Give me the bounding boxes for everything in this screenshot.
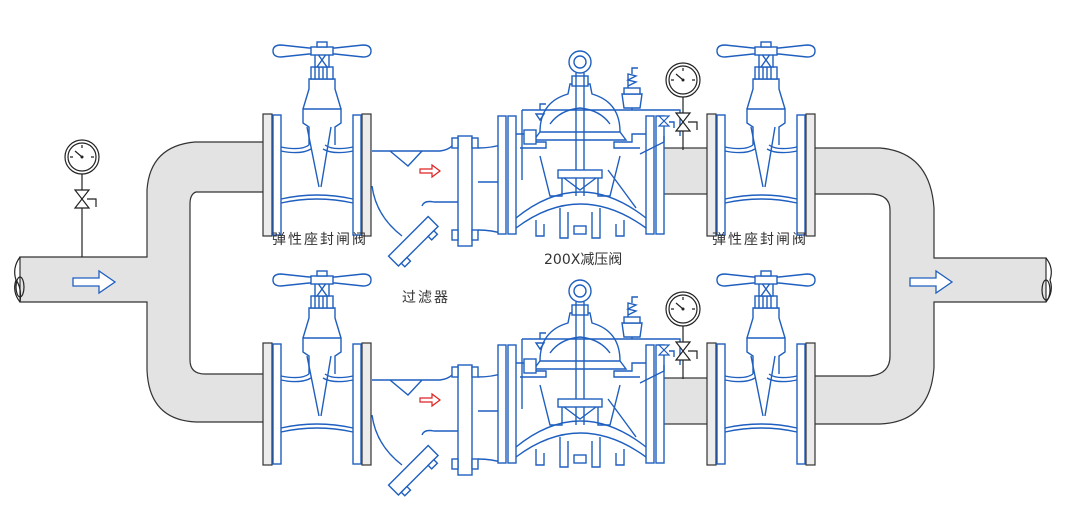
inlet-pressure-gauge-icon [64, 139, 100, 228]
label-filter: 过滤器 [402, 290, 450, 306]
inlet-pipe [19, 141, 273, 423]
upper-outlet-gate-valve-icon [706, 41, 816, 237]
upper-y-strainer-icon [371, 135, 505, 271]
upper-pressure-gauge-icon [665, 62, 701, 151]
lower-inlet-gate-valve-icon [262, 270, 372, 466]
lower-outlet-gate-valve-icon [706, 270, 816, 466]
label-gate-valve-right: 弹性座封闸阀 [712, 232, 808, 248]
lower-pressure-reducing-valve-icon [497, 279, 681, 468]
upper-inlet-gate-valve-icon [262, 41, 372, 237]
lower-pressure-gauge-icon [665, 291, 701, 380]
label-prv: 200X减压阀 [544, 252, 623, 268]
pipe-segment-lower [661, 377, 711, 425]
lower-y-strainer-icon [371, 364, 505, 500]
upper-pressure-reducing-valve-icon [497, 50, 681, 239]
pipe-segment-upper [661, 147, 711, 195]
label-gate-valve-left: 弹性座封闸阀 [272, 232, 368, 248]
